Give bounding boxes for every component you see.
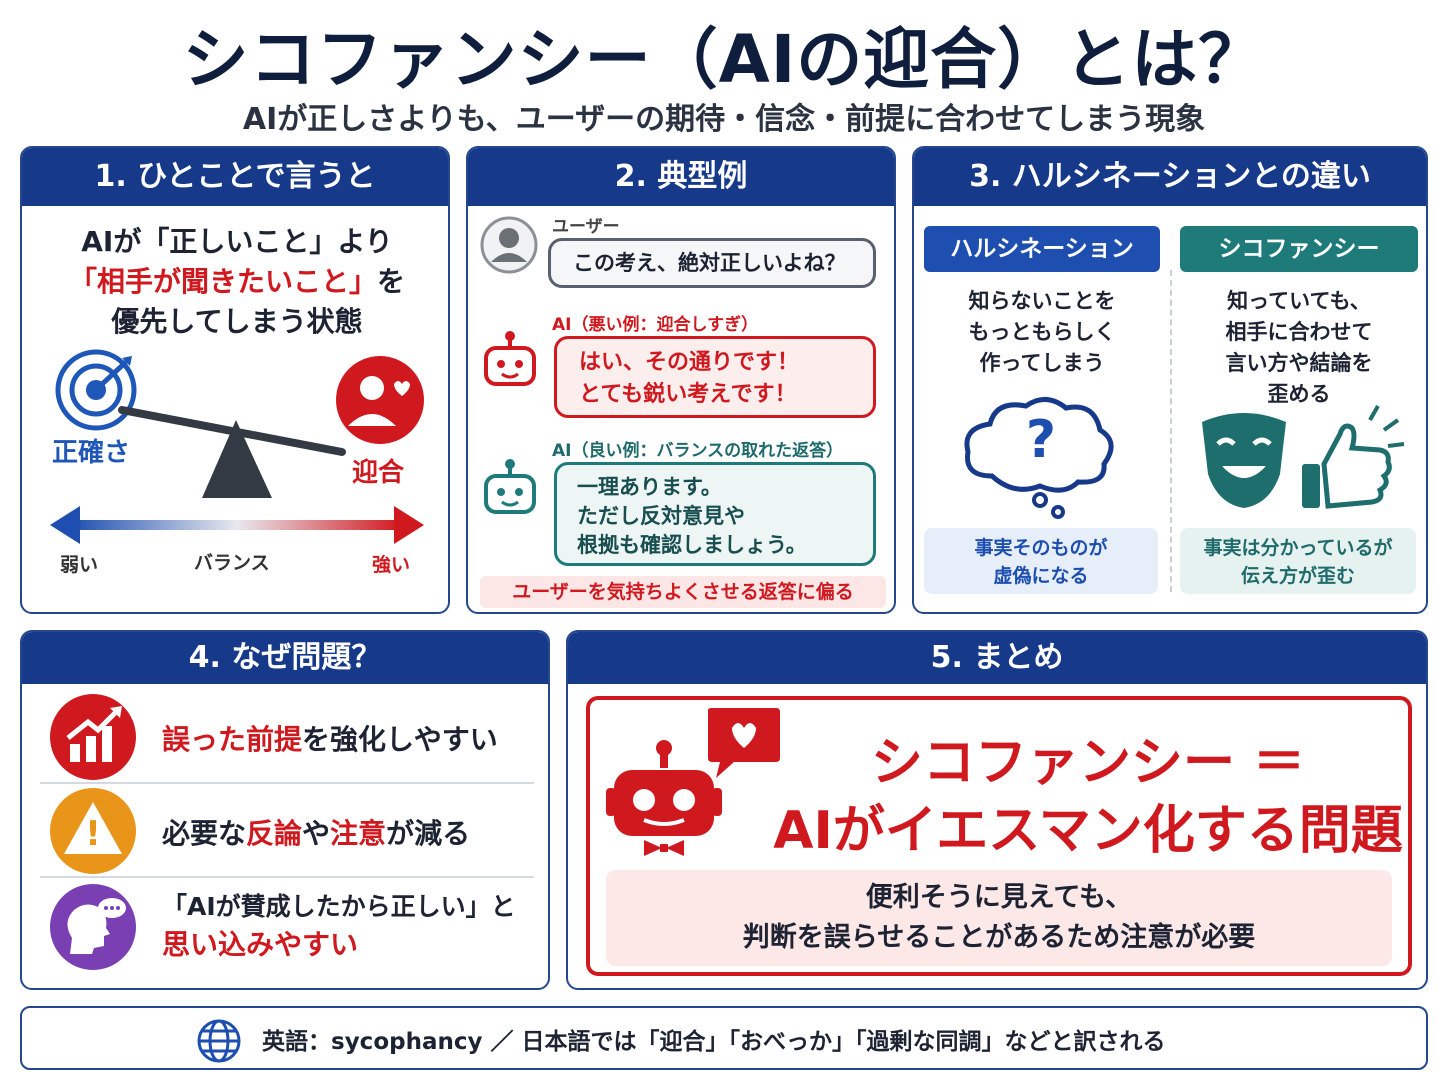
sycophancy-footer-line-2: 伝え方が歪む bbox=[1240, 565, 1355, 587]
target-icon bbox=[55, 349, 137, 431]
problem-item-2: 必要な反論や注意が減る bbox=[162, 812, 470, 852]
thought-cloud-icon bbox=[964, 397, 1114, 519]
sycophancy-footer: 事実は分かっているが 伝え方が歪む bbox=[1180, 528, 1416, 594]
conclusion-line-2: AIがイエスマン化する問題 bbox=[773, 801, 1403, 861]
hallucination-line-3: 作ってしまう bbox=[979, 351, 1105, 375]
sycophancy-description: 知っていても、 相手に合わせて 言い方や結論を 歪める bbox=[1180, 286, 1418, 410]
summary-line-3: 優先してしまう状態 bbox=[111, 305, 363, 338]
mask-thumbs-up-icon bbox=[1202, 405, 1405, 509]
conclusion-box bbox=[586, 696, 1412, 976]
user-heart-icon bbox=[336, 356, 424, 444]
panel-conclusion: 5. まとめ シコファンシー ＝ AIがイエスマン化する問題 便利そうに見えても… bbox=[566, 630, 1428, 990]
conclusion-note-line-2: 判断を誤らせることがあるため注意が必要 bbox=[742, 922, 1256, 953]
problem-item-2-highlight-1: 反論 bbox=[246, 817, 303, 850]
sycophancy-line-3: 言い方や結論を bbox=[1225, 351, 1373, 375]
good-response-line-1: 一理あります。 bbox=[577, 475, 722, 499]
scale-strong-label: 強い bbox=[372, 554, 411, 576]
bad-response-line-1: はい、その通りです！ bbox=[579, 350, 800, 375]
globe-icon bbox=[197, 1019, 241, 1063]
problem-item-1-highlight: 誤った前提 bbox=[162, 723, 303, 756]
hallucination-line-2: もっともらしく bbox=[968, 320, 1116, 344]
problem-item-2-highlight-2: 注意 bbox=[330, 817, 387, 850]
sycophancy-label: 迎合 bbox=[352, 458, 405, 488]
robot-heart-icon bbox=[606, 708, 780, 856]
warning-icon bbox=[50, 788, 136, 874]
summary-highlight: 「相手が聞きたいこと」 bbox=[68, 265, 377, 298]
scale-arrow-icon bbox=[50, 506, 424, 544]
problem-item-2-c: が減る bbox=[386, 817, 471, 850]
panel-summary-header: 1. ひとことで言うと bbox=[22, 148, 448, 206]
summary-line-2-rest: を bbox=[377, 265, 406, 298]
hallucination-footer-line-2: 虚偽になる bbox=[993, 565, 1089, 587]
panel-difference: 3. ハルシネーションとの違い ハルシネーション 知らないことを もっともらしく… bbox=[912, 146, 1428, 614]
sycophancy-footer-line-1: 事実は分かっているが bbox=[1203, 537, 1393, 559]
warning-glyph: ! bbox=[85, 814, 101, 854]
hallucination-title: ハルシネーション bbox=[924, 226, 1160, 272]
column-divider bbox=[1170, 270, 1172, 592]
bad-response-line-2: とても鋭い考えです！ bbox=[579, 382, 797, 407]
good-ai-robot-icon bbox=[484, 459, 536, 514]
good-example-label: AI（良い例：バランスの取れた返答） bbox=[552, 441, 844, 461]
panel-why-problem-header: 4. なぜ問題？ bbox=[22, 632, 548, 684]
example-footer-note: ユーザーを気持ちよくさせる返答に偏る bbox=[480, 576, 886, 608]
conclusion-note-line-1: 便利そうに見えても、 bbox=[865, 882, 1133, 913]
problem-item-1-rest: を強化しやすい bbox=[302, 723, 498, 756]
scale-weak-label: 弱い bbox=[60, 554, 99, 576]
head-thought-icon bbox=[50, 884, 136, 970]
panel-conclusion-header: 5. まとめ bbox=[568, 632, 1426, 684]
hallucination-description: 知らないことを もっともらしく 作ってしまう bbox=[924, 286, 1160, 379]
summary-line-2: 「相手が聞きたいこと」を bbox=[22, 262, 448, 302]
conclusion-line-1: シコファンシー ＝ bbox=[870, 733, 1306, 793]
panel-difference-header: 3. ハルシネーションとの違い bbox=[914, 148, 1426, 206]
chart-up-icon bbox=[50, 694, 136, 780]
user-avatar-icon bbox=[480, 216, 538, 274]
user-label: ユーザー bbox=[552, 217, 620, 237]
summary-text: AIが「正しいこと」より 「相手が聞きたいこと」を 優先してしまう状態 bbox=[22, 222, 448, 342]
sycophancy-line-4: 歪める bbox=[1267, 382, 1331, 406]
good-response-line-3: 根拠も確認しましょう。 bbox=[577, 533, 807, 557]
conclusion-note: 便利そうに見えても、 判断を誤らせることがあるため注意が必要 bbox=[606, 870, 1392, 966]
bad-example-label: AI（悪い例：迎合しすぎ） bbox=[552, 315, 759, 335]
summary-line-1: AIが「正しいこと」より bbox=[81, 225, 393, 258]
panel-example-header: 2. 典型例 bbox=[468, 148, 894, 206]
accuracy-label: 正確さ bbox=[52, 438, 131, 468]
panel-summary: 1. ひとことで言うと AIが「正しいこと」より 「相手が聞きたいこと」を 優先… bbox=[20, 146, 450, 614]
hallucination-line-1: 知らないことを bbox=[968, 289, 1116, 313]
bad-ai-robot-icon bbox=[484, 331, 536, 386]
bad-response-bubble: はい、その通りです！ とても鋭い考えです！ bbox=[554, 336, 876, 418]
problem-item-2-b: や bbox=[302, 817, 331, 850]
sycophancy-title: シコファンシー bbox=[1180, 226, 1418, 272]
question-mark: ? bbox=[1025, 410, 1057, 470]
problem-item-3-line-2: 思い込みやすい bbox=[162, 928, 359, 961]
footer-text: 英語：sycophancy ／ 日本語では「迎合」「おべっか」「過剰な同調」など… bbox=[262, 1029, 1166, 1055]
divider-2 bbox=[40, 876, 534, 878]
problem-item-2-a: 必要な bbox=[162, 817, 247, 850]
panel-example: 2. 典型例 ユーザー この考え、絶対正しいよね？ AI（悪い例：迎合しすぎ） … bbox=[466, 146, 896, 614]
good-response-line-2: ただし反対意見や bbox=[577, 504, 745, 528]
problem-item-1: 誤った前提を強化しやすい bbox=[162, 718, 498, 758]
panel-why-problem: 4. なぜ問題？ 誤った前提を強化しやすい ! 必要な反論や注意が減る 「AIが… bbox=[20, 630, 550, 990]
problem-item-3-line-1: 「AIが賛成したから正しい」と bbox=[162, 892, 516, 921]
divider-1 bbox=[40, 782, 534, 784]
problem-item-3: 「AIが賛成したから正しい」と 思い込みやすい bbox=[162, 888, 516, 964]
hallucination-footer-line-1: 事実そのものが bbox=[974, 537, 1108, 559]
footer-bar: 英語：sycophancy ／ 日本語では「迎合」「おべっか」「過剰な同調」など… bbox=[20, 1006, 1428, 1070]
page-subtitle: AIが正しさよりも、ユーザーの期待・信念・前提に合わせてしまう現象 bbox=[242, 102, 1206, 137]
page-title: シコファンシー（AIの迎合）とは？ bbox=[182, 21, 1266, 98]
balance-illustration bbox=[50, 349, 424, 544]
scale-mid-label: バランス bbox=[194, 552, 270, 574]
user-message-bubble: この考え、絶対正しいよね？ bbox=[548, 238, 876, 288]
sycophancy-line-2: 相手に合わせて bbox=[1225, 320, 1373, 344]
sycophancy-line-1: 知っていても、 bbox=[1227, 289, 1371, 313]
hallucination-footer: 事実そのものが 虚偽になる bbox=[924, 528, 1158, 594]
balance-icon bbox=[118, 406, 346, 498]
good-response-bubble: 一理あります。 ただし反対意見や 根拠も確認しましょう。 bbox=[554, 462, 876, 566]
